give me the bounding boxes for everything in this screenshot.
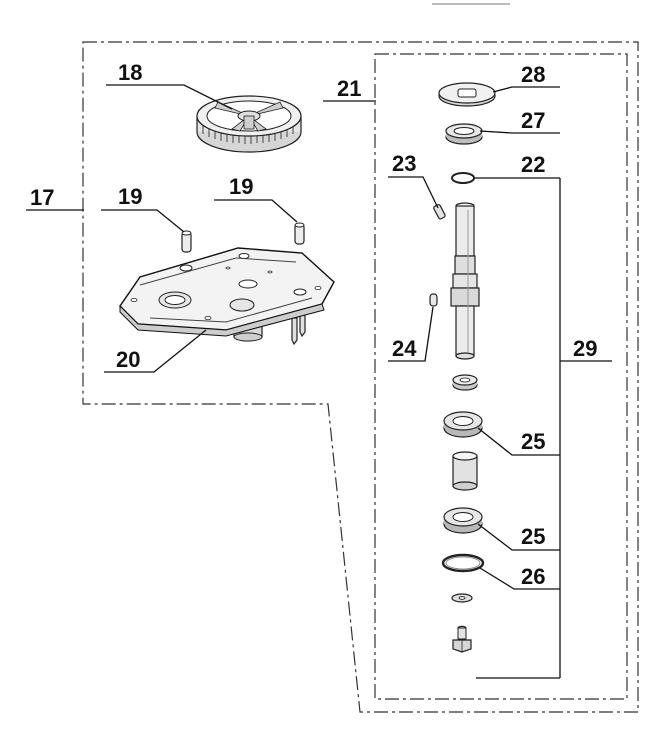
callout-27: 27 — [521, 108, 545, 133]
pin-part-19-right — [294, 222, 305, 245]
circlip-part-26 — [441, 553, 485, 573]
assembly-17-boundary — [82, 41, 639, 713]
gear-part-18 — [196, 95, 302, 153]
spacer-sleeve — [452, 451, 478, 491]
bearing-part-27 — [445, 123, 483, 145]
small-washer — [451, 593, 473, 603]
callout-28: 28 — [521, 62, 545, 87]
callout-19-right: 19 — [229, 174, 253, 199]
callout-21: 21 — [337, 76, 361, 101]
callout-25-lower: 25 — [521, 524, 545, 549]
key-part-24 — [429, 293, 438, 307]
callout-26: 26 — [521, 564, 545, 589]
callout-20: 20 — [116, 347, 140, 372]
callout-25-upper: 25 — [521, 429, 545, 454]
shaft — [450, 202, 480, 360]
washer-part-28 — [438, 82, 496, 107]
callout-24: 24 — [392, 336, 417, 361]
callout-22: 22 — [521, 152, 545, 177]
bolt — [452, 625, 472, 653]
callout-17: 17 — [30, 185, 54, 210]
callout-18: 18 — [118, 60, 142, 85]
callout-19-left: 19 — [118, 184, 142, 209]
assembly-21-boundary — [374, 53, 628, 700]
bearing-part-25-lower — [443, 507, 483, 534]
base-plate-part-20 — [119, 247, 335, 346]
callout-29: 29 — [573, 336, 597, 361]
pin-part-19-left — [181, 230, 192, 253]
pin-part-23 — [433, 204, 446, 220]
bearing-part-25-upper — [443, 411, 483, 438]
callout-23: 23 — [392, 151, 416, 176]
circlip-part-22 — [451, 172, 475, 184]
ring-spacer — [452, 374, 478, 391]
leader-lines — [26, 84, 612, 679]
